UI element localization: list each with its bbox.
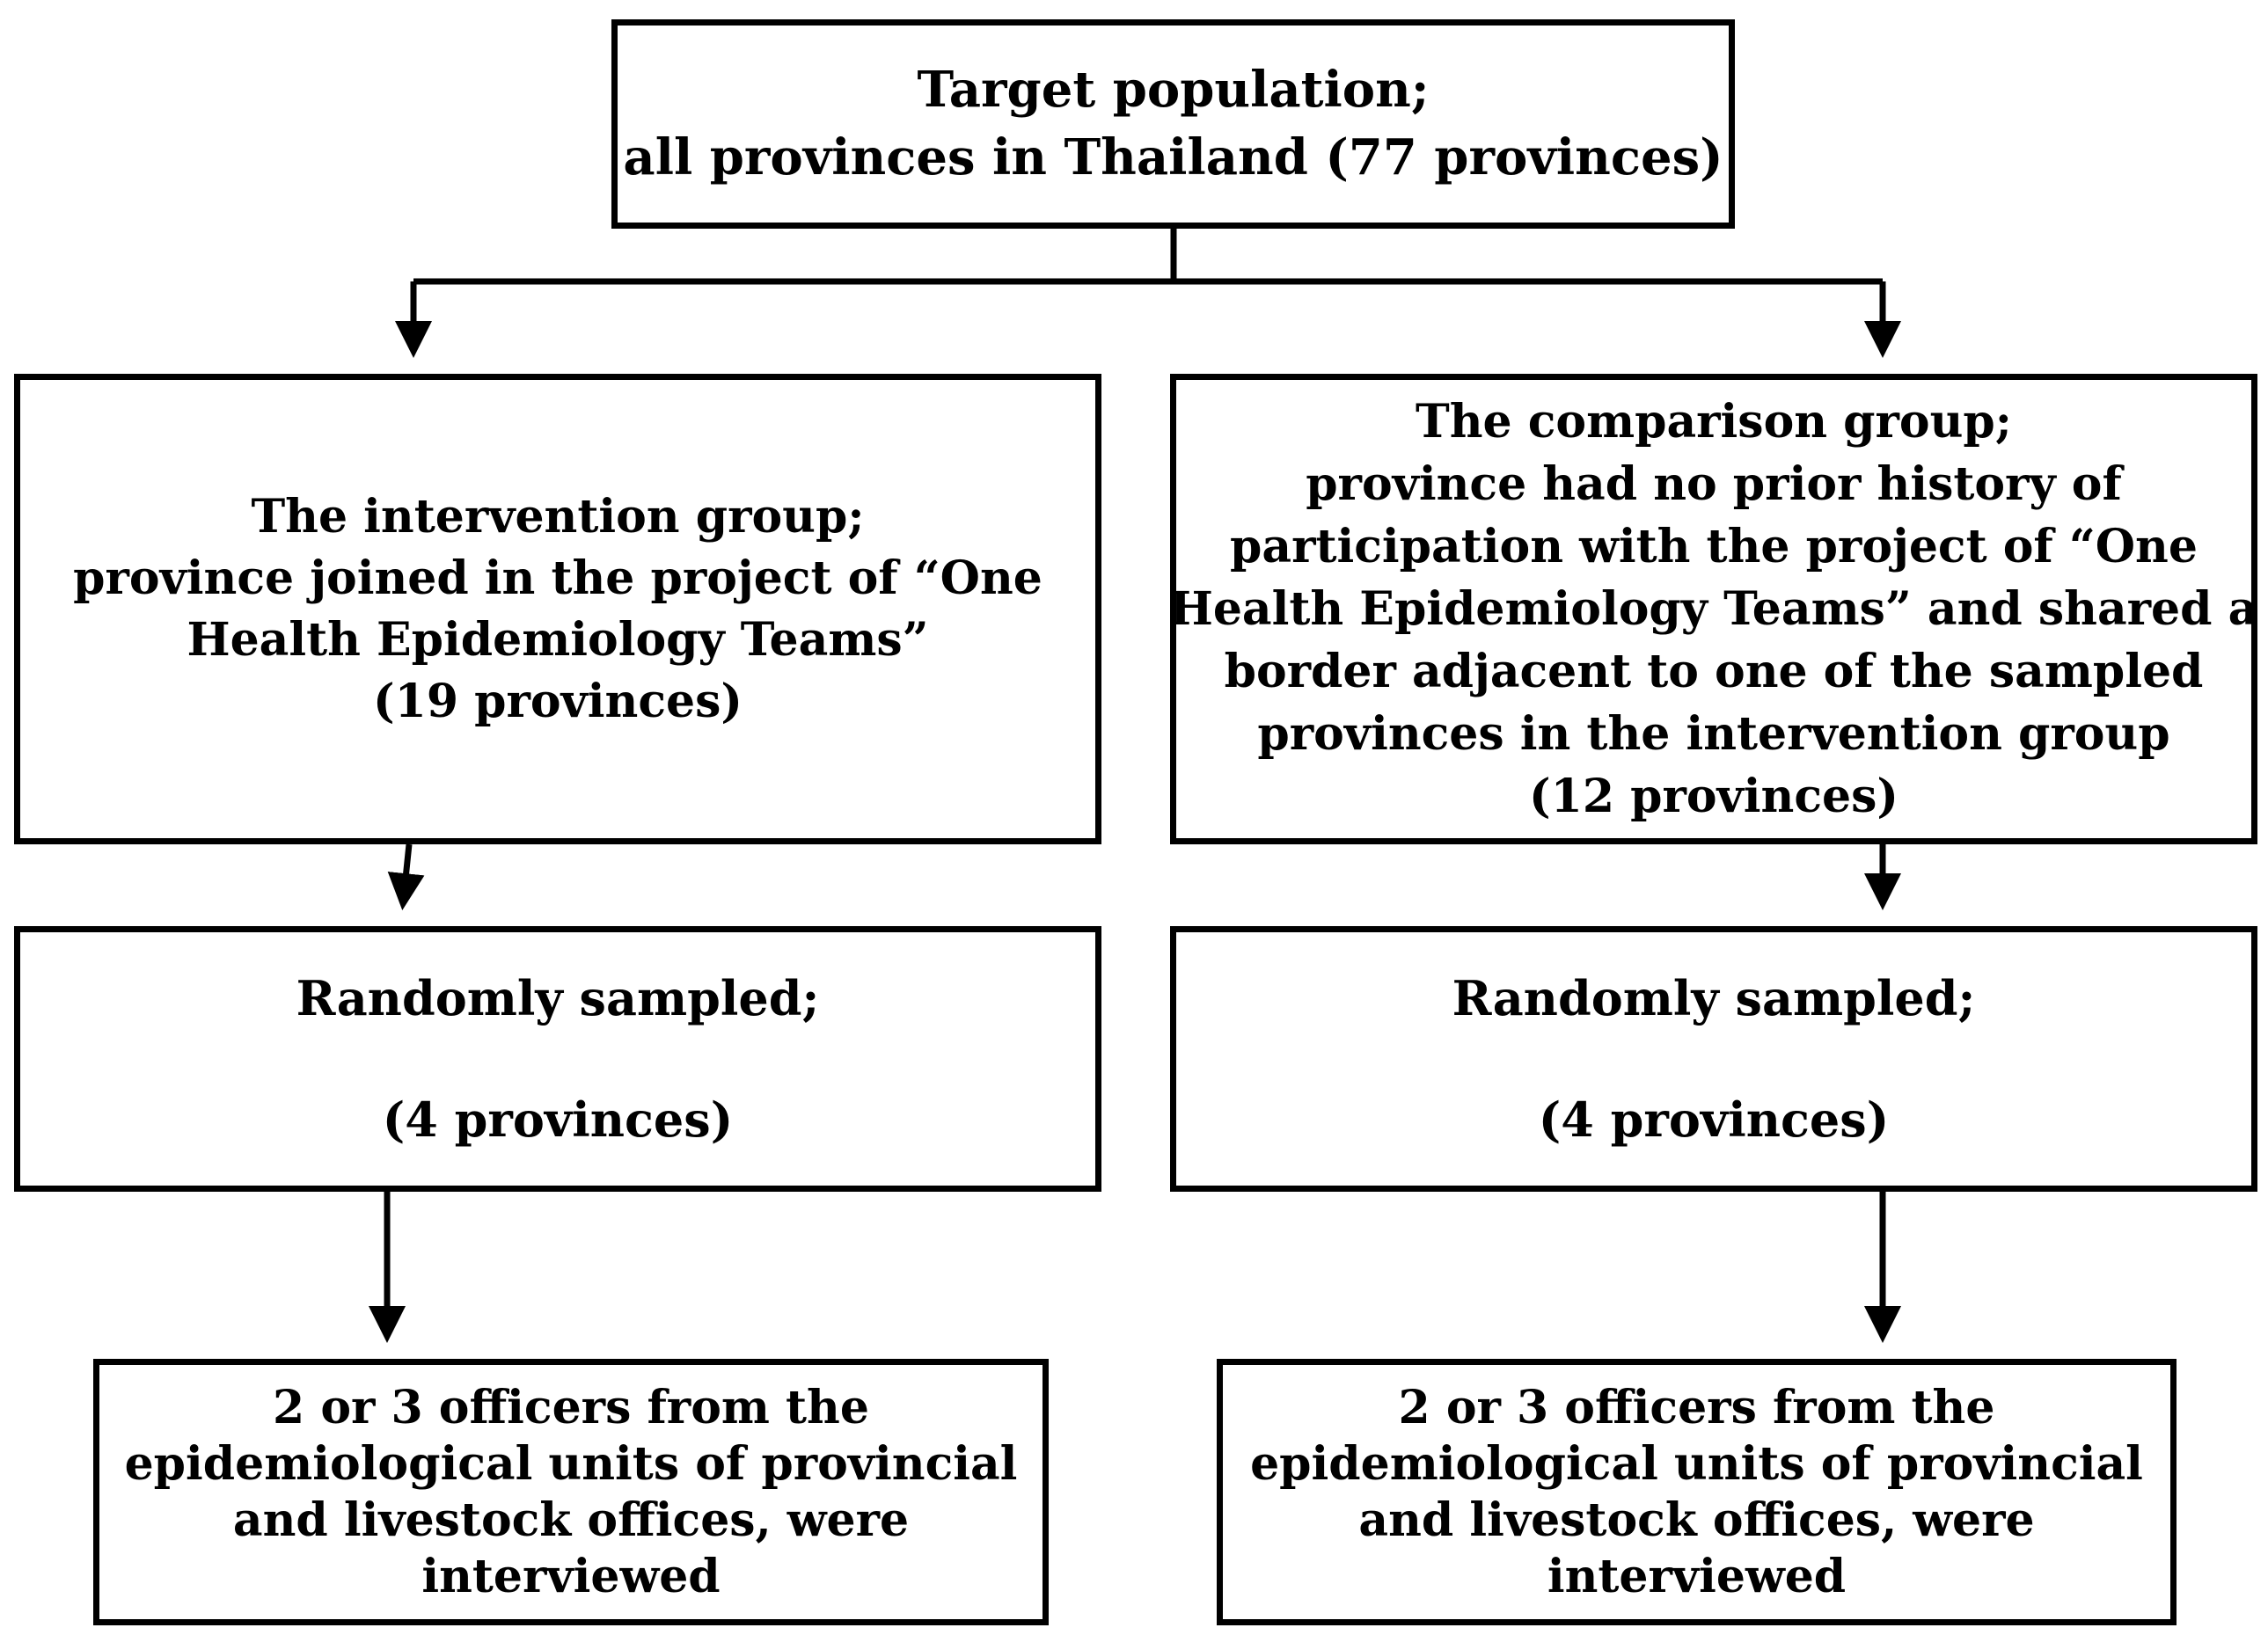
comparison-line: provinces in the intervention group xyxy=(1257,707,2170,761)
comparison-sample-box: Randomly sampled; (4 provinces) xyxy=(1170,926,2257,1192)
intervention-sample-count: (4 provinces) xyxy=(382,1091,734,1148)
intervention-line: The intervention group; xyxy=(251,489,865,544)
intervention-officers-line: and livestock offices, were xyxy=(232,1493,910,1547)
intervention-officers-line: 2 or 3 officers from the xyxy=(273,1380,869,1434)
comparison-officers-line: 2 or 3 officers from the xyxy=(1398,1380,1995,1434)
comparison-line: province had no prior history of xyxy=(1306,457,2122,511)
intervention-sample-box: Randomly sampled; (4 provinces) xyxy=(14,926,1101,1192)
target-title: Target population; xyxy=(917,61,1430,119)
comparison-officers-line: interviewed xyxy=(1547,1549,1847,1603)
comparison-officers-box: 2 or 3 officers from the epidemiological… xyxy=(1217,1359,2177,1625)
target-population-box: Target population; all provinces in Thai… xyxy=(611,19,1735,229)
comparison-line: border adjacent to one of the sampled xyxy=(1224,645,2204,698)
comparison-officers-line: epidemiological units of provincial xyxy=(1250,1436,2143,1491)
intervention-count: (19 provinces) xyxy=(373,674,743,728)
comparison-count: (12 provinces) xyxy=(1529,770,1899,823)
target-detail: all provinces in Thailand (77 provinces) xyxy=(623,128,1723,186)
intervention-officers-line: interviewed xyxy=(421,1549,721,1603)
intervention-line: province joined in the project of “One xyxy=(73,551,1043,605)
intervention-officers-line: epidemiological units of provincial xyxy=(124,1436,1018,1491)
intervention-line: Health Epidemiology Teams” xyxy=(187,612,929,667)
comparison-sample-count: (4 provinces) xyxy=(1538,1091,1890,1148)
comparison-sample-label: Randomly sampled; xyxy=(1452,970,1976,1026)
comparison-line: The comparison group; xyxy=(1416,395,2012,449)
intervention-group-box: The intervention group; province joined … xyxy=(14,374,1101,844)
arrow-intervention-to-sample xyxy=(387,843,425,910)
comparison-line: Health Epidemiology Teams” and shared a xyxy=(1169,582,2258,636)
comparison-officers-line: and livestock offices, were xyxy=(1358,1493,2035,1547)
comparison-line: participation with the project of “One xyxy=(1230,520,2198,573)
intervention-officers-box: 2 or 3 officers from the epidemiological… xyxy=(93,1359,1049,1625)
intervention-sample-label: Randomly sampled; xyxy=(296,970,820,1026)
comparison-group-box: The comparison group; province had no pr… xyxy=(1170,374,2257,844)
